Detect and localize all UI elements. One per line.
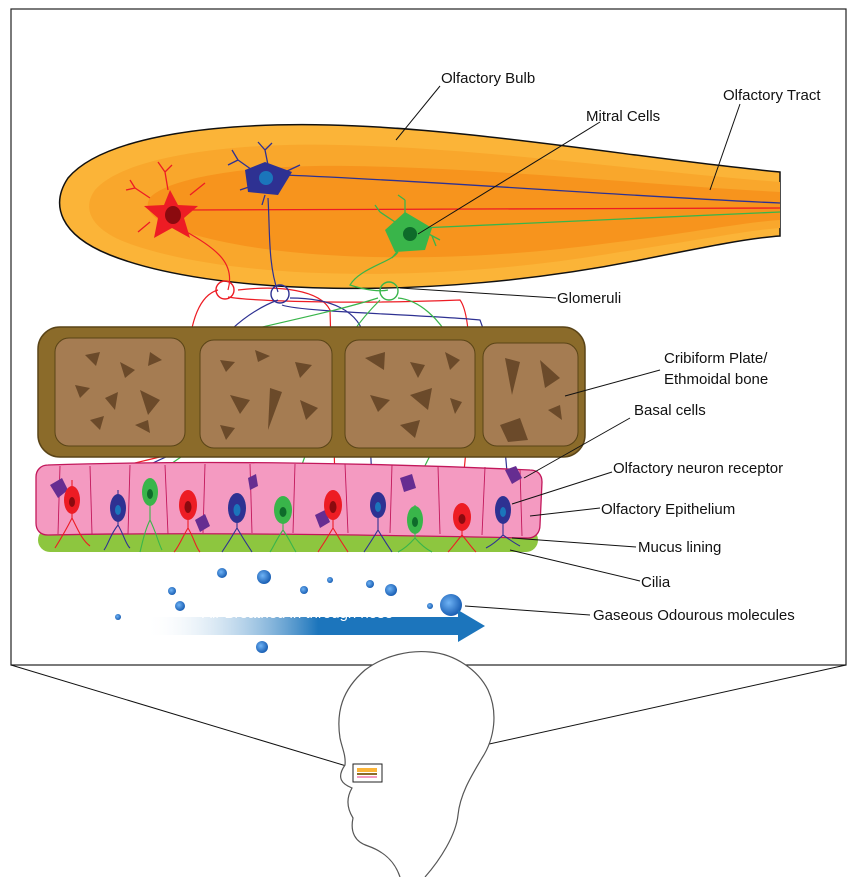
mucus-label: Mucus lining bbox=[638, 539, 721, 556]
cribiform-label-line1: Cribiform Plate/ bbox=[664, 350, 768, 367]
mitral-cells-label: Mitral Cells bbox=[586, 108, 660, 125]
head-inset-box bbox=[353, 764, 382, 782]
cribiform-label-line2: Ethmoidal bone bbox=[664, 371, 768, 388]
basal-cells-label: Basal cells bbox=[634, 402, 706, 419]
epithelium-label: Olfactory Epithelium bbox=[601, 501, 735, 518]
neuron-receptor-label: Olfactory neuron receptor bbox=[613, 460, 783, 477]
cilia-label: Cilia bbox=[641, 574, 671, 591]
glomeruli-label: Glomeruli bbox=[557, 290, 621, 307]
olfactory-bulb-label: Olfactory Bulb bbox=[441, 70, 535, 87]
olfactory-tract-label: Olfactory Tract bbox=[723, 87, 821, 104]
air-label: Air Breathed in through nose bbox=[202, 605, 393, 622]
cribiform-plate bbox=[38, 327, 585, 457]
gaseous-label: Gaseous Odourous molecules bbox=[593, 607, 795, 624]
